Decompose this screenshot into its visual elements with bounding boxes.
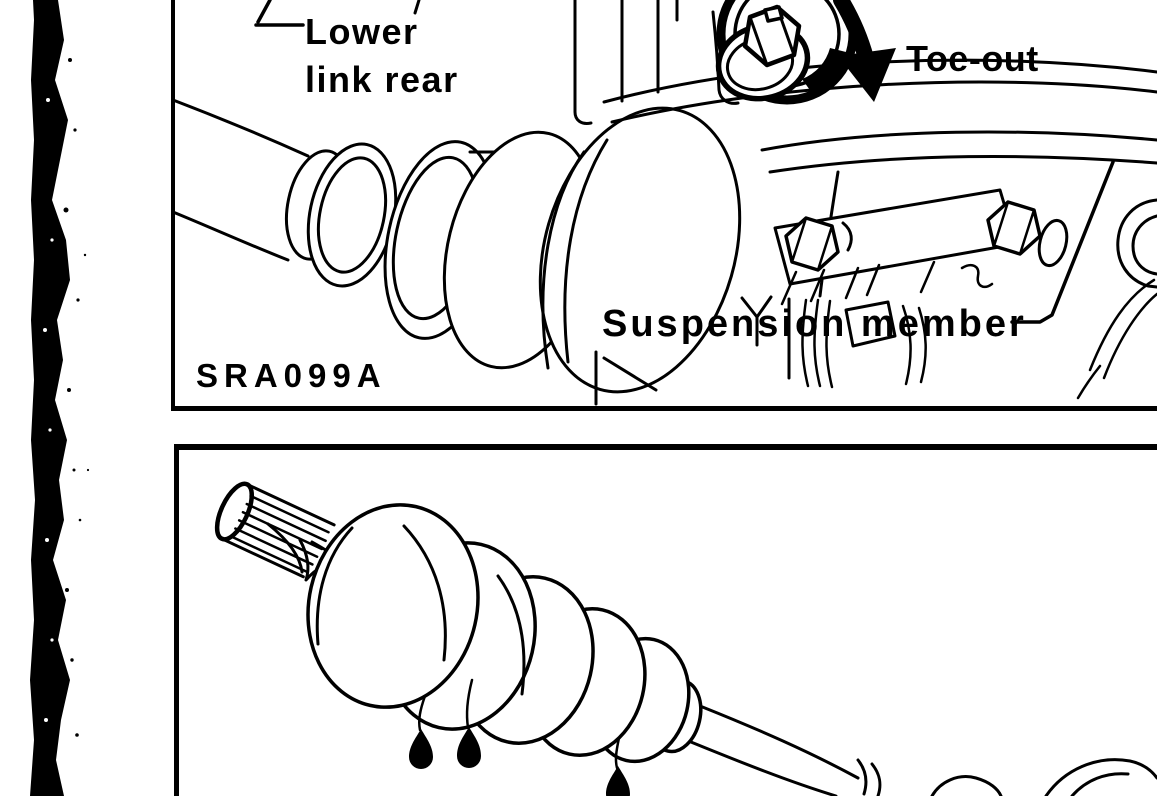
figure-code-label: SRA099A xyxy=(196,357,387,394)
drive-shaft-art xyxy=(662,645,1157,796)
grease-drip-icons xyxy=(409,678,630,796)
figure-panel-toe-adjustment xyxy=(171,0,1157,411)
suspension-member-leader xyxy=(1010,160,1115,324)
angle-leader-icon xyxy=(254,0,305,27)
cv-boot-art xyxy=(306,503,703,764)
figure-panel-drive-shaft-boot xyxy=(174,444,1157,796)
grease-drip xyxy=(409,694,433,769)
label-lower-link-line2: link rear xyxy=(305,59,459,100)
toe-out-arrow-icon xyxy=(833,0,896,102)
label-suspension-member: Suspension member xyxy=(602,303,1027,345)
strut-bracket-art xyxy=(413,0,740,125)
cam-adjusting-bolt-icon xyxy=(715,0,858,105)
label-lower-link-line1: Lower xyxy=(305,11,419,52)
lower-link-art xyxy=(171,98,742,406)
grease-drip xyxy=(606,736,630,796)
suspension-member-art xyxy=(602,58,1157,400)
label-lower-link-rear: Lower link rear xyxy=(305,8,459,104)
grease-drip xyxy=(457,678,481,768)
label-toe-out: Toe-out xyxy=(906,38,1039,79)
binding-edge-strip xyxy=(30,0,90,796)
